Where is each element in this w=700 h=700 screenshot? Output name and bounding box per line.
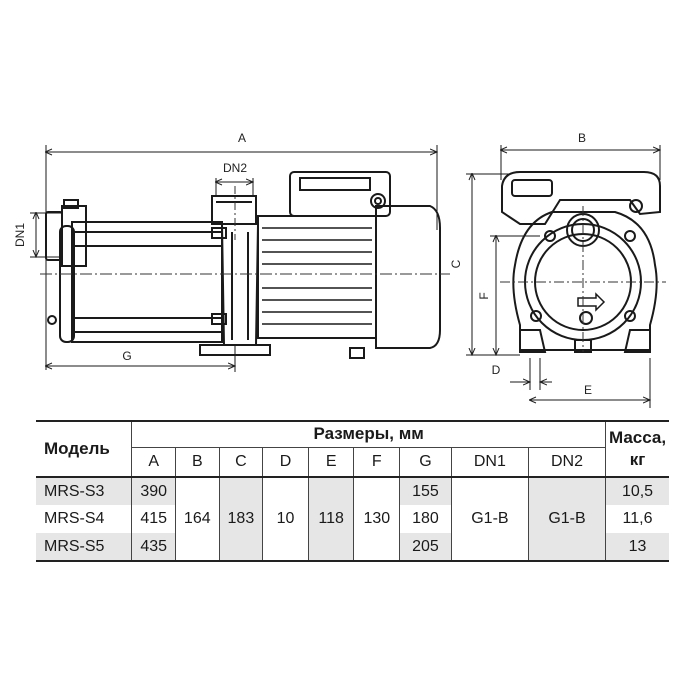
dimension-b xyxy=(501,145,660,180)
header-dimensions: Размеры, мм xyxy=(131,420,606,448)
cell-a: 390 xyxy=(131,476,176,505)
label-dn1: DN1 xyxy=(13,223,27,247)
cell-f: 130 xyxy=(353,476,400,562)
label-d: D xyxy=(492,363,501,377)
dimension-f xyxy=(490,236,540,355)
row-model: MRS-S4 xyxy=(44,510,105,527)
col-header-b: B xyxy=(174,447,220,477)
pump-drawing: A DN2 DN1 G xyxy=(13,131,666,408)
header-model: Модель xyxy=(36,420,132,477)
label-e: E xyxy=(584,383,592,397)
col-header-g: G xyxy=(399,447,452,477)
col-header-dn2: DN2 xyxy=(527,447,606,477)
header-mass-text: Масса, кг xyxy=(608,428,667,469)
cell-g: 180 xyxy=(399,505,452,533)
cell-dn2: G1-B xyxy=(527,476,606,562)
label-b: B xyxy=(578,131,586,145)
col-header-a: A xyxy=(131,447,176,477)
label-a: A xyxy=(238,131,246,145)
front-view: B C F D E xyxy=(449,131,661,408)
side-view: A DN2 DN1 G xyxy=(13,131,441,372)
label-c: C xyxy=(449,259,463,268)
cell-mass: 11,6 xyxy=(605,505,669,533)
label-f: F xyxy=(477,292,491,299)
col-header-d: D xyxy=(262,447,309,477)
label-g: G xyxy=(122,349,131,363)
cell-a: 435 xyxy=(131,533,176,562)
col-header-c: C xyxy=(218,447,263,477)
col-header-f: F xyxy=(353,447,400,477)
dimension-a xyxy=(46,145,437,370)
col-header-dn1: DN1 xyxy=(450,447,529,477)
col-header-e: E xyxy=(307,447,354,477)
spec-table: Модель Размеры, мм Масса, кг A B C D E F… xyxy=(36,420,669,562)
label-dn2: DN2 xyxy=(223,161,247,175)
dimension-d xyxy=(510,358,552,390)
header-mass: Масса, кг xyxy=(605,420,669,477)
cell-g: 155 xyxy=(399,476,452,505)
cell-mass: 13 xyxy=(605,533,669,562)
cell-mass: 10,5 xyxy=(605,476,669,505)
cell-d: 10 xyxy=(262,476,309,562)
dimension-dn2 xyxy=(216,178,253,195)
row-model: MRS-S3 xyxy=(36,476,132,505)
cell-e: 118 xyxy=(307,476,354,562)
dimension-e xyxy=(530,358,650,408)
row-model: MRS-S5 xyxy=(36,533,132,562)
cell-c: 183 xyxy=(218,476,263,562)
cell-dn1: G1-B xyxy=(450,476,529,562)
dimension-c xyxy=(466,174,520,355)
cell-g: 205 xyxy=(399,533,452,562)
cell-b: 164 xyxy=(174,476,220,562)
dimension-g xyxy=(46,345,235,372)
cell-a: 415 xyxy=(131,505,176,533)
